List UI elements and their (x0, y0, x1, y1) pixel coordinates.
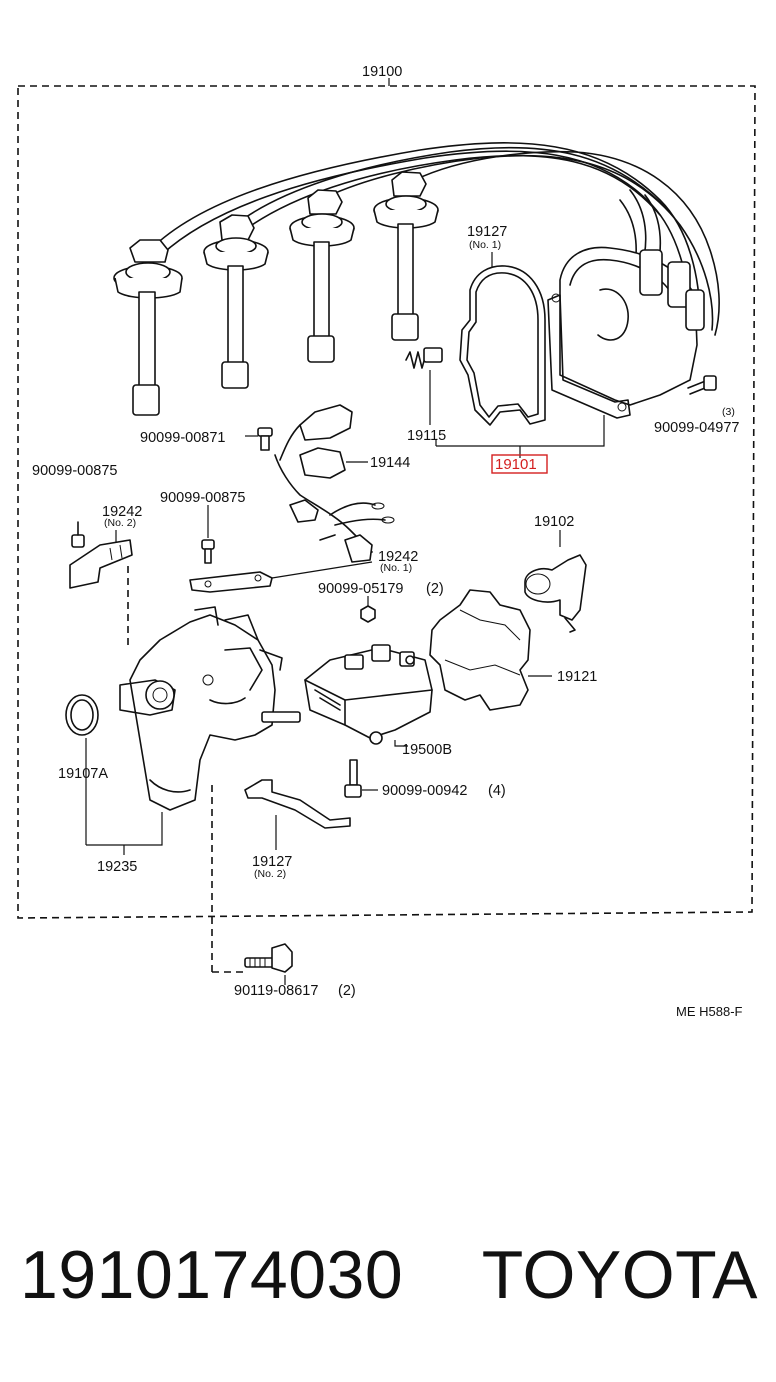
label-coil: 19500B (402, 742, 452, 758)
dust-cover (429, 589, 552, 711)
label-clamp-no1-sub: (No. 1) (380, 562, 412, 574)
label-screw-cap: 90099-04977 (654, 420, 739, 436)
label-clamp-no2: 19242 (102, 504, 142, 520)
part-number: 1910174030 (20, 1237, 404, 1313)
clamp-no2 (69, 530, 133, 650)
assembly-frame (17, 78, 756, 919)
bolt-a (245, 427, 273, 451)
label-bolt-c: 90099-00875 (160, 490, 245, 506)
clamp-no1 (189, 561, 373, 593)
gasket-no2 (244, 779, 351, 850)
label-gasket2: 19127 (252, 854, 292, 870)
wire-harness (274, 404, 395, 563)
plug-boot-2 (203, 214, 269, 389)
label-screw-coil-qty: (4) (488, 783, 506, 799)
label-wire-harness: 19144 (370, 455, 410, 471)
label-housing: 19235 (97, 859, 137, 875)
plug-boot-3 (289, 189, 355, 363)
mount-bolt (212, 943, 293, 985)
label-nut: 90099-05179 (318, 581, 403, 597)
ignition-wires (149, 142, 720, 336)
label-gasket2-no: (No. 2) (254, 868, 286, 880)
label-cap-gasket-no: (No. 1) (469, 239, 501, 251)
label-bolt-b: 90099-00875 (32, 463, 117, 479)
label-rotor: 19102 (534, 514, 574, 530)
label-clamp-no2-sub: (No. 2) (104, 517, 136, 529)
distributor-cap (547, 246, 705, 419)
drawing-code: ME H588-F (676, 1004, 743, 1019)
distributor-housing (86, 606, 301, 972)
label-oring: 19107A (58, 766, 108, 782)
nut (360, 596, 376, 623)
plug-boot-1 (113, 239, 183, 416)
spring (405, 347, 443, 425)
parts-diagram: 19100 19127 (No. 1) 19115 19101 (3) 9009… (17, 64, 756, 1019)
coil-screw (344, 759, 378, 798)
brand-name: TOYOTA (481, 1237, 758, 1313)
label-assembly: 19100 (362, 64, 402, 80)
cap-screw (687, 375, 717, 395)
rotor (524, 530, 587, 633)
label-screw-coil: 90099-00942 (382, 783, 467, 799)
bolt-b (71, 521, 85, 548)
highlight-box (491, 454, 548, 474)
plug-boot-4 (373, 171, 439, 341)
cap-gasket (459, 252, 546, 426)
label-mount-bolt-qty: (2) (338, 983, 356, 999)
label-nut-qty: (2) (426, 581, 444, 597)
label-spring: 19115 (407, 428, 446, 444)
label-bolt-a: 90099-00871 (140, 430, 225, 446)
ignition-coil (304, 644, 433, 747)
label-cap[interactable]: 19101 (495, 456, 537, 473)
footer: 1910174030 TOYOTA (0, 1235, 776, 1315)
label-clamp-no1: 19242 (378, 549, 418, 565)
o-ring (65, 694, 99, 845)
label-mount-bolt: 90119-08617 (234, 983, 318, 999)
label-cap-gasket: 19127 (467, 224, 507, 240)
bolt-c (201, 505, 215, 564)
label-screw-cap-qty: (3) (722, 406, 735, 418)
label-cover: 19121 (557, 669, 597, 685)
